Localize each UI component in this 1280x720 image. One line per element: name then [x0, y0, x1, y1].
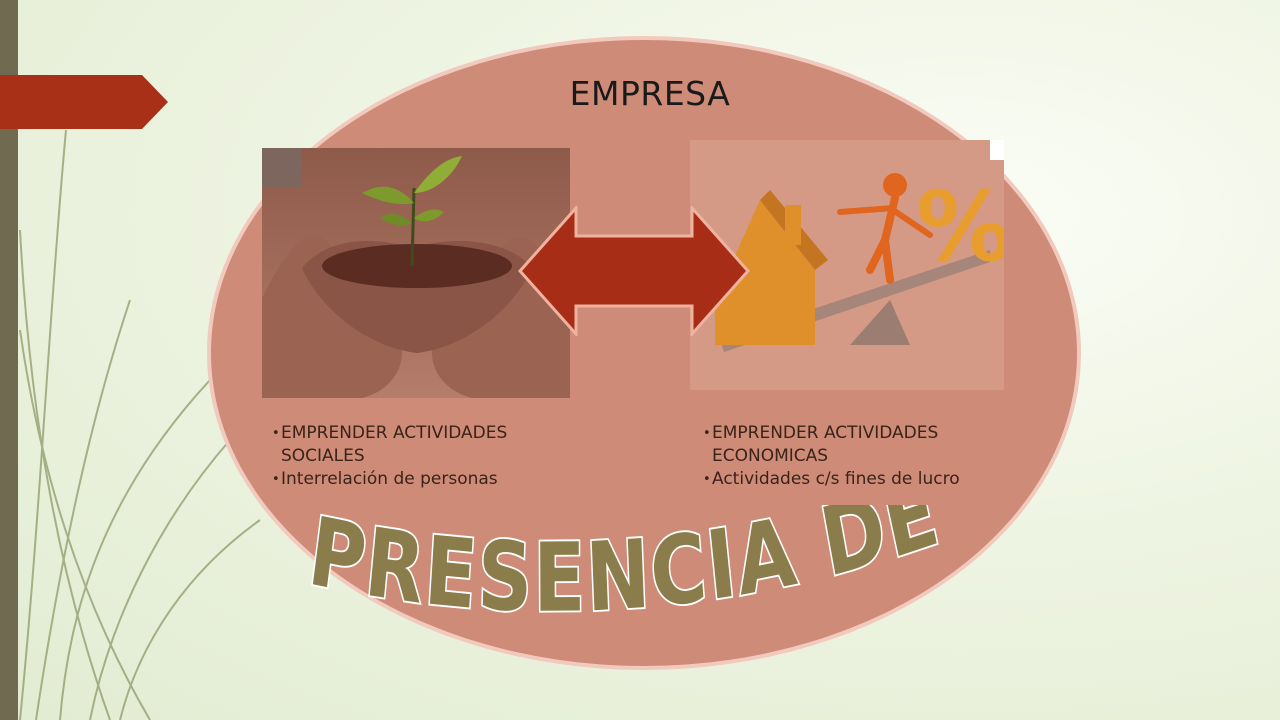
social-activities-list: EMPRENDER ACTIVIDADES SOCIALES Interrela… [272, 422, 572, 491]
list-item: EMPRENDER ACTIVIDADES SOCIALES [272, 422, 572, 468]
red-arrow-tab [0, 75, 168, 129]
grass-decoration [19, 129, 261, 720]
slide-sidebar-strip [0, 0, 18, 720]
slide-title: EMPRESA [569, 74, 731, 113]
banner-text: PRESENCIA DEL IURE [296, 505, 949, 636]
list-item: Actividades c/s fines de lucro [703, 468, 973, 491]
hands-seedling-image [262, 148, 570, 398]
presencia-del-iure-wordart: PRESENCIA DEL IURE [296, 505, 949, 636]
svg-text:%: % [916, 171, 1004, 283]
list-item: EMPRENDER ACTIVIDADES ECONOMICAS [703, 422, 973, 468]
double-headed-arrow-icon [518, 206, 750, 336]
list-item: Interrelación de personas [272, 468, 572, 491]
svg-text:PRESENCIA DEL IURE: PRESENCIA DEL IURE [296, 505, 949, 634]
economic-activities-list: EMPRENDER ACTIVIDADES ECONOMICAS Activid… [703, 422, 973, 491]
